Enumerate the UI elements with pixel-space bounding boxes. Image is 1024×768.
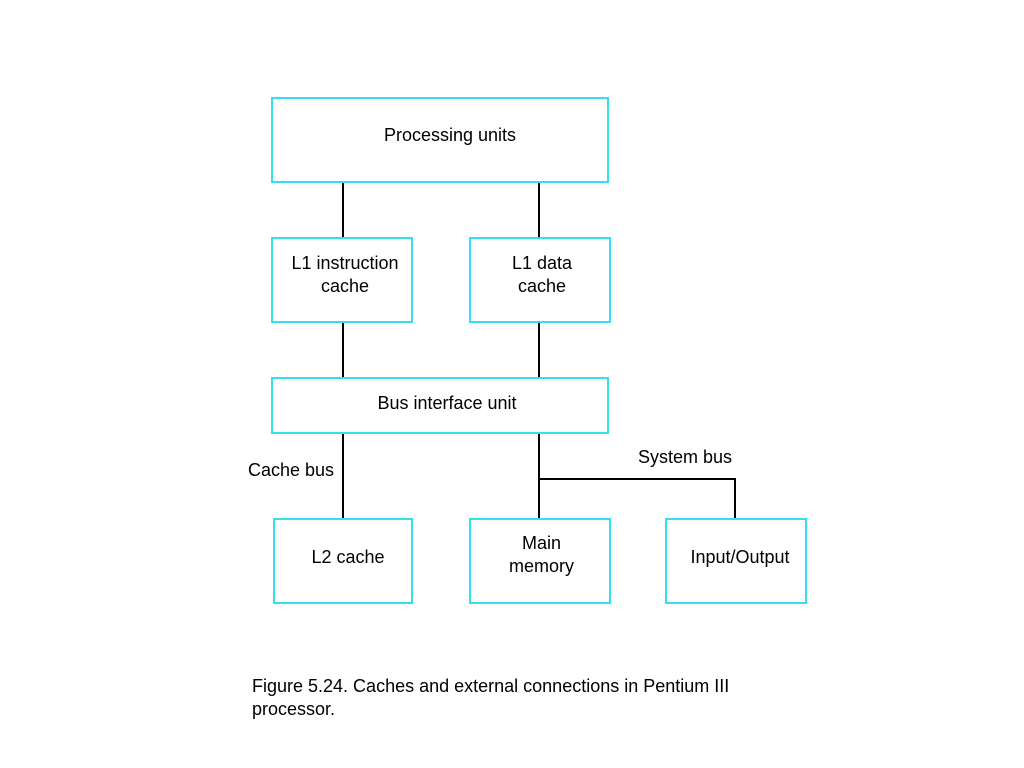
processing-units-box	[271, 97, 609, 183]
bus-interface-unit-label: Bus interface unit	[377, 393, 517, 413]
processing-units-label: Processing units	[383, 125, 517, 145]
l1-data-cache-box	[469, 237, 611, 323]
main-memory-box	[469, 518, 611, 604]
main-memory-label: Main memory	[508, 533, 574, 576]
l2-cache-box	[273, 518, 413, 604]
l1-data-cache-label: L1 data cache	[511, 253, 573, 296]
l1-instruction-cache-box	[271, 237, 413, 323]
l2-cache-label: L2 cache	[311, 547, 385, 567]
system-bus-label: System bus	[638, 447, 733, 467]
input-output-box	[665, 518, 807, 604]
cache-bus-label: Cache bus	[248, 460, 335, 480]
input-output-label: Input/Output	[690, 547, 790, 567]
l1-instruction-cache-label: L1 instruction cache	[291, 253, 399, 296]
figure-caption: Figure 5.24. Caches and external connect…	[252, 676, 730, 719]
system-bus-branch-to-io	[539, 478, 736, 519]
bus-interface-unit-box	[271, 377, 609, 434]
